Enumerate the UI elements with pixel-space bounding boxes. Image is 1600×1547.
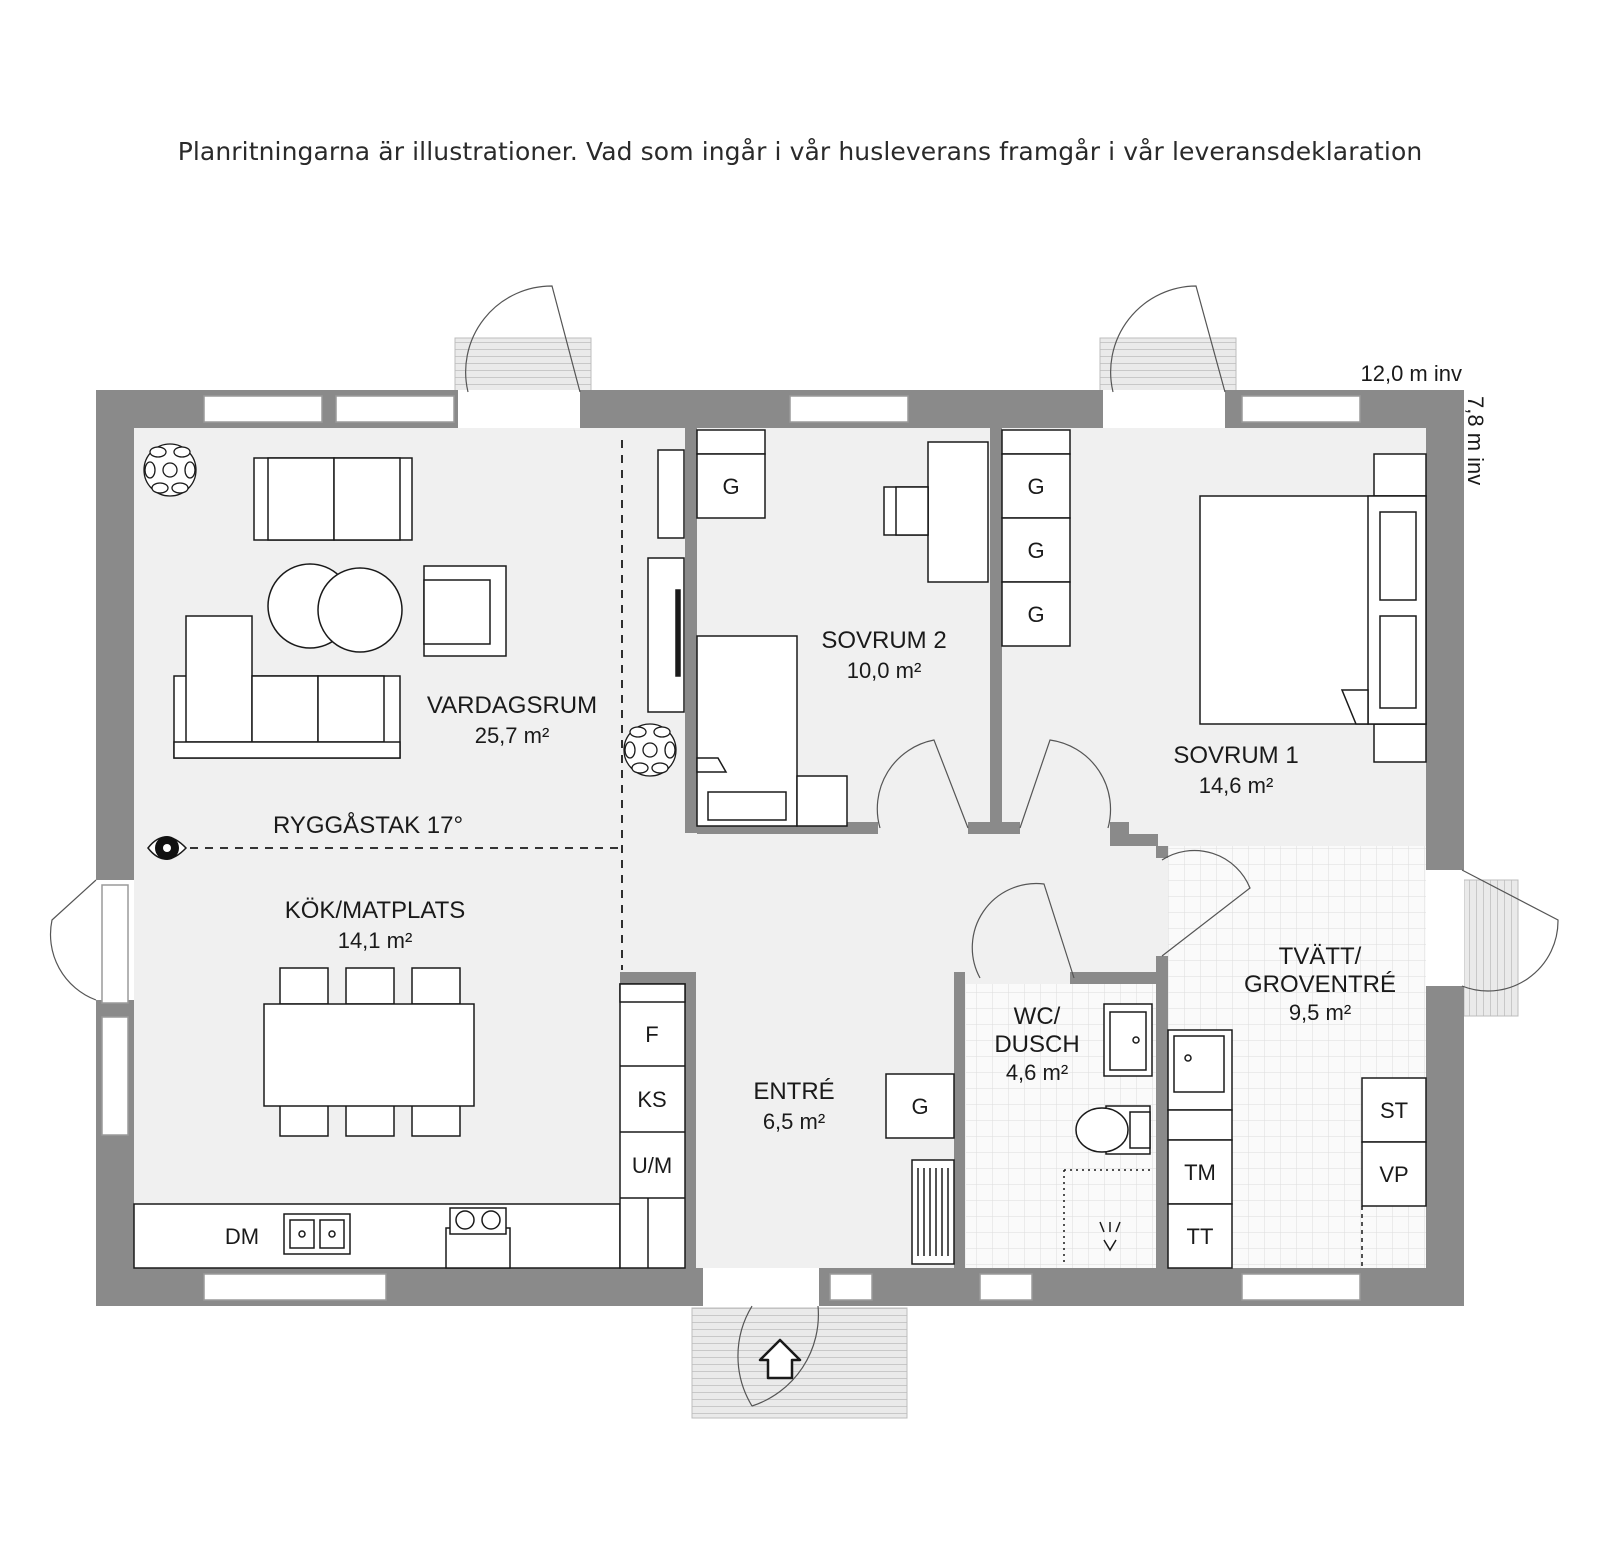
washing-machine-label: TT: [1187, 1224, 1214, 1249]
room-name-tvatt-line2: GROVENTRÉ: [1244, 971, 1396, 998]
window: [101, 884, 129, 1004]
freezer-label: KS: [637, 1087, 666, 1112]
tumble-dryer-label: TM: [1184, 1160, 1216, 1185]
room-area-wc: 4,6 m²: [1006, 1060, 1068, 1085]
room-name-sovrum2: SOVRUM 2: [821, 627, 946, 654]
window: [203, 1273, 387, 1301]
room-area-kok: 14,1 m²: [338, 928, 413, 953]
room-name-vardagsrum: VARDAGSRUM: [427, 692, 597, 719]
room-area-tvatt: 9,5 m²: [1289, 1000, 1351, 1025]
chimney-icon: [147, 836, 188, 860]
bedroom1-furniture: [1001, 429, 1427, 763]
corner-sofa: [173, 615, 401, 759]
kitchen-counter: [133, 983, 686, 1269]
windows: [101, 395, 1361, 1301]
plant-icon: [623, 723, 677, 777]
stoop-top-right: [1099, 337, 1237, 393]
room-area-sovrum1: 14,6 m²: [1199, 773, 1274, 798]
interior-walls: [620, 428, 1464, 1268]
window: [789, 395, 909, 423]
wardrobe-label: G: [1027, 602, 1044, 627]
entrance-arrow-icon: [758, 1338, 802, 1380]
room-name-sovrum1: SOVRUM 1: [1173, 742, 1298, 769]
storage-label: ST: [1380, 1098, 1408, 1123]
wardrobe-label: G: [722, 474, 739, 499]
window: [335, 395, 455, 423]
door-swings: [49, 285, 1559, 1407]
room-labels: VARDAGSRUM 25,7 m² SOVRUM 2 10,0 m² SOVR…: [273, 627, 1396, 1134]
bedroom2-furniture: [696, 429, 989, 827]
stoop-top-left: [454, 337, 592, 393]
roof-note: RYGGÅSTAK 17°: [273, 811, 463, 839]
room-area-entre: 6,5 m²: [763, 1109, 825, 1134]
wc-fixtures: [1063, 1003, 1153, 1266]
dimension-width: 12,0 m inv: [1361, 361, 1463, 386]
hall-furniture: [885, 1073, 955, 1265]
armchair: [423, 565, 507, 657]
room-name-wc-line2: DUSCH: [994, 1031, 1079, 1058]
disclaimer-text: Planritningarna är illustrationer. Vad s…: [177, 137, 1423, 166]
side-tables: [267, 563, 403, 653]
window: [979, 1273, 1033, 1301]
window: [1241, 395, 1361, 423]
room-name-kok: KÖK/MATPLATS: [285, 897, 465, 924]
laundry-fixtures: [1167, 1029, 1427, 1269]
fridge-label: F: [645, 1022, 658, 1047]
room-name-entre: ENTRÉ: [753, 1078, 834, 1105]
dishwasher-label: DM: [225, 1224, 259, 1249]
wardrobe-label: G: [1027, 538, 1044, 563]
stoop-bottom: [691, 1307, 908, 1419]
plant-icon: [143, 443, 197, 497]
zone-dividers: [190, 440, 623, 970]
room-name-tvatt-line1: TVÄTT/: [1279, 943, 1362, 970]
dining-set: [263, 967, 475, 1137]
window: [829, 1273, 873, 1301]
fixture-labels: G G G G G F KS U/M DM TM TT ST VP: [225, 474, 1409, 1249]
window: [101, 1016, 129, 1136]
tv-unit: [647, 449, 685, 713]
stoop-right: [1463, 879, 1519, 1017]
window: [203, 395, 323, 423]
water-heater-label: VP: [1379, 1162, 1408, 1187]
room-area-sovrum2: 10,0 m²: [847, 658, 922, 683]
window: [1241, 1273, 1361, 1301]
wardrobe-label: G: [1027, 474, 1044, 499]
room-name-wc-line1: WC/: [1014, 1003, 1061, 1030]
oven-micro-label: U/M: [632, 1153, 672, 1178]
door-gaps-interior: [878, 822, 1168, 984]
wardrobe-label: G: [911, 1094, 928, 1119]
room-area-vardagsrum: 25,7 m²: [475, 723, 550, 748]
dimension-depth: 7,8 m inv: [1463, 396, 1488, 485]
sofa-top: [253, 457, 413, 541]
